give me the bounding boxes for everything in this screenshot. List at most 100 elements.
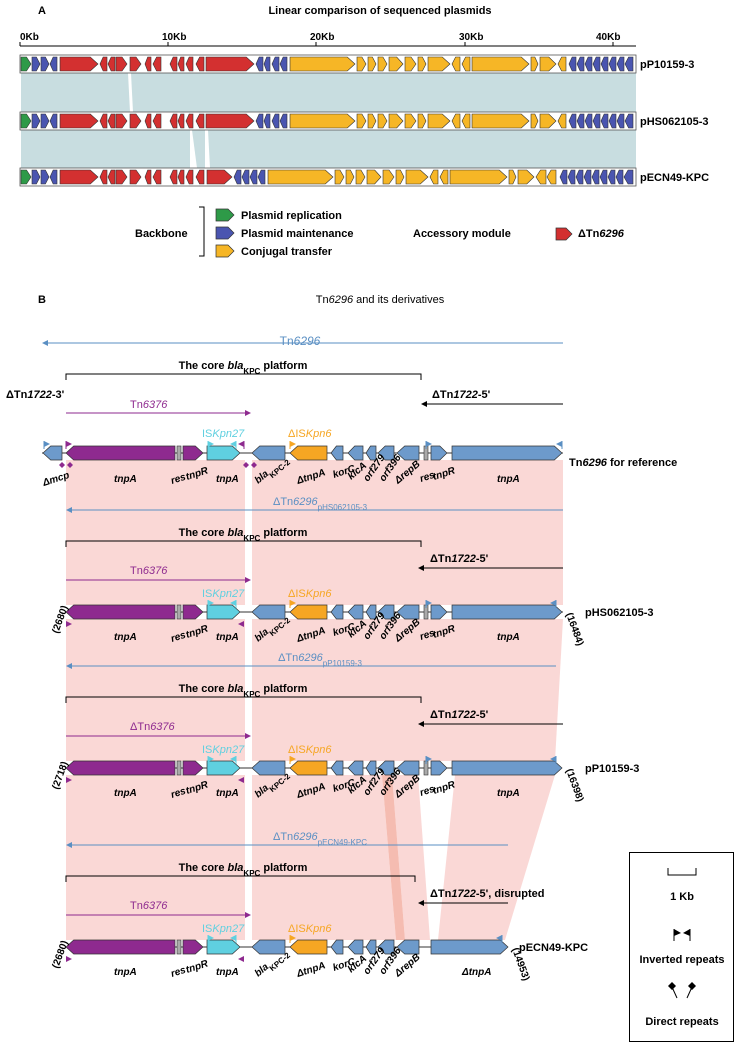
text-span: Kpn27: [212, 744, 245, 756]
inverted-repeat-flag-head: [290, 600, 296, 606]
inverted-repeat-left: [66, 956, 72, 962]
gene-arrow-korc: [330, 939, 344, 955]
gene-arrow: [568, 56, 577, 72]
text-span: Kpn27: [212, 588, 245, 600]
gene-arrow: [388, 113, 404, 129]
text-span: tnpA: [497, 788, 520, 799]
text-span: 1722: [451, 709, 475, 721]
gene-label-res: res: [170, 965, 188, 980]
gene-label-tnpa: tnpA: [114, 967, 137, 978]
text-span: 6376: [150, 721, 175, 733]
text-span: platform: [260, 683, 307, 695]
gene-arrow-tnpa-iskpn27: [206, 604, 241, 620]
inverted-repeat-flag-head: [66, 441, 72, 447]
plasmid-label-pp10159: pP10159-3: [640, 59, 694, 71]
gene-arrow: [205, 113, 255, 129]
dtn6296-span-head: [66, 663, 72, 669]
gene-arrow: [575, 169, 584, 185]
gene-arrow: [107, 169, 116, 185]
gene-arrow: [233, 169, 242, 185]
homology-band: [66, 619, 245, 761]
gene-arrow-tnpr-tn6376: [182, 939, 204, 955]
gene-arrow: [367, 56, 377, 72]
gene-arrow-tnpr-tn1722: [430, 760, 448, 776]
gene-arrow-klca: [347, 445, 364, 461]
iskpn6-label: ΔISKpn6: [288, 744, 332, 756]
inverted-repeat-flag-head: [290, 935, 296, 941]
gene-arrow: [404, 113, 417, 129]
panel-a-legend: Backbone Plasmid replication Plasmid mai…: [135, 206, 625, 258]
text-span: IS: [202, 923, 212, 935]
inverted-repeat-flag-head: [556, 441, 562, 447]
tick-label-0: 0Kb: [20, 32, 39, 43]
text-span: 6376: [143, 399, 168, 411]
row-label: pP10159-3: [585, 763, 639, 775]
text-span: tnpA: [497, 632, 520, 643]
text-span: tnpA: [114, 474, 137, 485]
tn1722-3-label: ΔTn1722-3': [6, 389, 65, 401]
gene-arrow-bla-kpc: [251, 604, 286, 620]
gene-arrow: [366, 169, 382, 185]
gene-label-tnpa-2: tnpA: [216, 474, 239, 485]
gene-arrow: [451, 113, 461, 129]
gene-arrow: [40, 169, 50, 185]
text-span: ΔtnpA: [295, 960, 327, 980]
gene-arrow: [557, 113, 567, 129]
gene-arrow: [616, 56, 625, 72]
gene-arrow: [255, 56, 264, 72]
core-platform-label: The core blaKPC platform: [179, 683, 308, 699]
gene-arrow: [429, 169, 439, 185]
gene-arrow: [356, 113, 367, 129]
inverted-repeat-flag-head: [208, 935, 214, 941]
text-span: ΔTn: [278, 652, 298, 664]
text-span: tnpA: [114, 788, 137, 799]
direct-repeats-icon: [668, 982, 696, 999]
gene-arrow-korc: [330, 604, 344, 620]
gene-arrow-tnpa-tn6376: [65, 445, 176, 461]
tn1722-5-span-head: [421, 401, 427, 407]
legend-maintenance: Plasmid maintenance: [241, 228, 354, 240]
gene-arrow: [356, 56, 367, 72]
gene-arrow: [559, 169, 568, 185]
text-span: 1722: [27, 389, 51, 401]
gene-label-tnpa-2: tnpA: [216, 788, 239, 799]
tn6376-label: Tn6376: [130, 565, 168, 577]
coord-right: (16484): [563, 611, 585, 647]
text-span: Kpn6: [306, 744, 333, 756]
alignment-band: [208, 130, 636, 168]
text-span: pHS062105-3: [585, 607, 654, 619]
text-span: Kpn6: [306, 923, 333, 935]
iskpn6-label: ΔISKpn6: [288, 428, 332, 440]
gene-arrow: [584, 56, 593, 72]
repeats-legend: 1 Kb Inverted repeats Direct repeats: [629, 852, 734, 1042]
inverted-repeat-right: [238, 777, 244, 783]
text-span: ΔTn: [430, 888, 452, 900]
text-span: The core: [179, 360, 228, 372]
text-span: bla: [228, 862, 244, 874]
text-span: res: [419, 470, 437, 485]
gene-arrow: [115, 113, 128, 129]
gene-arrow: [129, 56, 142, 72]
gene-arrow: [152, 113, 162, 129]
gene-arrow: [289, 56, 356, 72]
gene-arrow-tnpa-tn1722: [451, 445, 563, 461]
text-span: ΔTn: [273, 496, 293, 508]
gene-label-tnpa: tnpA: [114, 474, 137, 485]
inverted-repeat-flag-head: [208, 441, 214, 447]
gene-arrow: [576, 113, 585, 129]
alignment-band: [192, 130, 205, 168]
inverted-repeats-label: Inverted repeats: [640, 954, 725, 966]
gene-arrow-drepb: [396, 604, 420, 620]
gene-arrow: [255, 113, 264, 129]
text-span: ΔTn: [6, 389, 28, 401]
gene-arrow: [31, 169, 41, 185]
gene-arrow-dtnpa-tn1722: [430, 939, 509, 955]
inverted-repeats-icon: [673, 929, 691, 941]
gene-arrow: [377, 56, 388, 72]
iskpn27-label: ISKpn27: [202, 744, 245, 756]
dtn6296-label: ΔTn6296pECN49-KPC: [273, 831, 367, 847]
text-span: -5': [478, 389, 491, 401]
gene-arrow: [263, 56, 271, 72]
inverted-repeat-right: [238, 956, 244, 962]
tn1722-5-label: ΔTn1722-5': [432, 389, 491, 401]
